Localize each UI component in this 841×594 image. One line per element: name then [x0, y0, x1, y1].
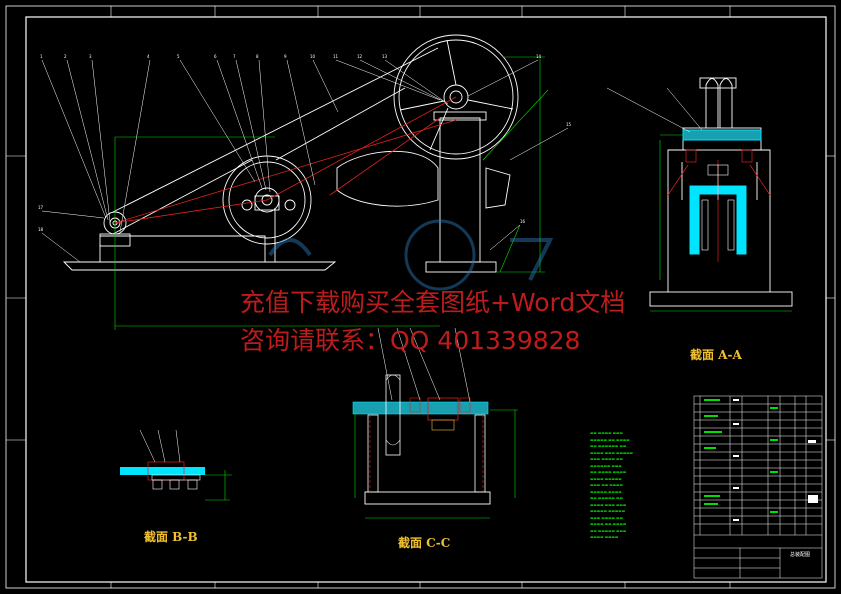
svg-text:18: 18: [38, 227, 44, 232]
zone-ticks: [6, 6, 835, 588]
svg-text:8: 8: [256, 54, 259, 59]
main-belt-redlines: [114, 96, 457, 224]
svg-text:17: 17: [38, 205, 44, 210]
drawing-name: 总装配图: [790, 552, 811, 558]
aa-base: [649, 291, 793, 307]
section-aa-title: 截面 A-A: [690, 348, 742, 362]
svg-text:1: 1: [40, 54, 43, 59]
parts-list-table: [693, 395, 823, 579]
main-assembly-view: [62, 34, 519, 273]
svg-text:6: 6: [214, 54, 217, 59]
svg-text:16: 16: [520, 219, 526, 224]
section-bb-view: [120, 429, 232, 501]
parts-list-white-cells: [733, 399, 818, 521]
section-aa-leaders: [606, 87, 703, 133]
middle-bearing: [254, 195, 280, 211]
main-column: [439, 117, 481, 263]
watermark-logo: [268, 219, 554, 291]
svg-text:7: 7: [233, 54, 236, 59]
column-base: [425, 261, 497, 273]
outer-border: [5, 5, 836, 589]
svg-text:12: 12: [357, 54, 363, 59]
jaw: [485, 167, 511, 209]
section-aa-cyan: [682, 129, 762, 255]
section-aa-view: [649, 77, 793, 307]
svg-text:13: 13: [382, 54, 388, 59]
main-leaders: [41, 59, 569, 263]
section-cc-title: 截面 C-C: [398, 536, 451, 550]
parts-list-green-cells: [704, 399, 778, 513]
link-plate: [336, 151, 439, 207]
section-aa-dims: [650, 134, 792, 312]
svg-text:15: 15: [566, 122, 572, 127]
technical-notes: ▬▬ ▬▬▬▬ ▬▬▬▬▬▬▬▬ ▬▬ ▬▬▬▬▬▬ ▬▬▬▬▬▬ ▬▬▬▬▬▬…: [590, 431, 634, 539]
flywheel: [393, 34, 519, 160]
svg-text:2: 2: [64, 54, 67, 59]
svg-text:10: 10: [310, 54, 316, 59]
main-dimensions: [114, 56, 549, 330]
svg-text:5: 5: [177, 54, 180, 59]
watermark-line-2: 咨询请联系：QQ 401339828: [240, 326, 581, 355]
svg-text:9: 9: [284, 54, 287, 59]
svg-text:11: 11: [333, 54, 339, 59]
svg-text:3: 3: [89, 54, 92, 59]
section-bb-title: 截面 B-B: [144, 530, 198, 544]
section-aa-red: [667, 149, 771, 262]
section-aa-inner: [701, 164, 735, 251]
inner-border: [25, 16, 827, 583]
section-cc-view: [352, 327, 518, 519]
svg-text:14: 14: [536, 54, 542, 59]
svg-text:4: 4: [147, 54, 150, 59]
base-plate: [62, 261, 337, 271]
watermark-line-1: 充值下载购买全套图纸+Word文档: [240, 288, 626, 317]
